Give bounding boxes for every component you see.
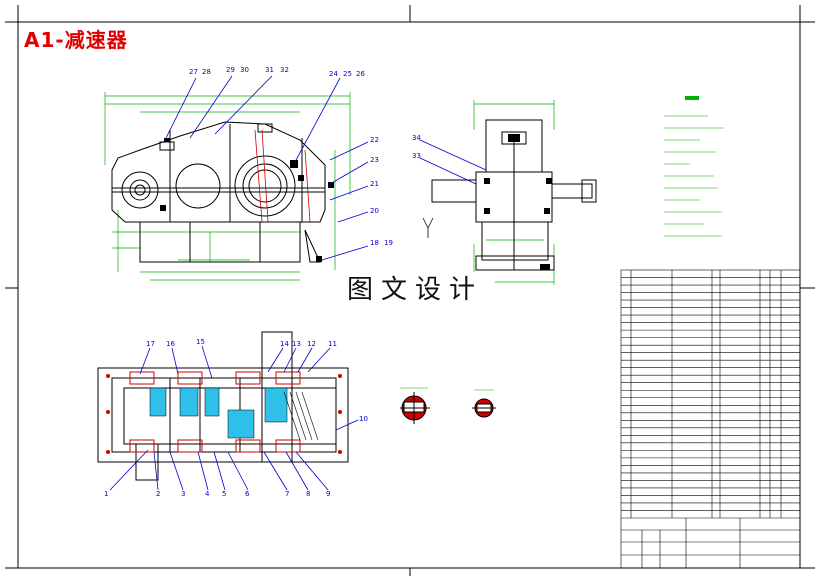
side-view: 34 33 — [412, 100, 597, 285]
svg-text:30: 30 — [240, 66, 249, 74]
svg-text:29: 29 — [226, 66, 235, 74]
svg-text:22: 22 — [370, 136, 379, 144]
svg-text:32: 32 — [280, 66, 289, 74]
svg-text:6: 6 — [245, 490, 250, 498]
svg-text:7: 7 — [285, 490, 289, 498]
svg-text:26: 26 — [356, 70, 365, 78]
svg-text:15: 15 — [196, 338, 205, 346]
svg-text:31: 31 — [265, 66, 274, 74]
svg-text:12: 12 — [307, 340, 316, 348]
svg-text:8: 8 — [306, 490, 310, 498]
svg-text:14: 14 — [280, 340, 289, 348]
svg-text:33: 33 — [412, 152, 421, 160]
svg-text:16: 16 — [166, 340, 175, 348]
svg-text:25: 25 — [343, 70, 352, 78]
svg-text:27: 27 — [189, 68, 198, 76]
section-details — [400, 387, 496, 424]
technical-notes — [664, 96, 724, 237]
svg-text:28: 28 — [202, 68, 211, 76]
svg-text:18: 18 — [370, 239, 379, 247]
svg-text:20: 20 — [370, 207, 379, 215]
svg-text:5: 5 — [222, 490, 226, 498]
svg-text:23: 23 — [370, 156, 379, 164]
svg-text:21: 21 — [370, 180, 379, 188]
svg-text:17: 17 — [146, 340, 155, 348]
front-view: 27 28 29 30 31 32 24 25 26 22 23 21 20 18 19 — [104, 66, 393, 281]
parts-table — [620, 269, 801, 569]
drawing-title: A1-减速器 — [24, 28, 128, 52]
svg-text:34: 34 — [412, 134, 421, 142]
watermark-text: 图文设计 — [335, 272, 495, 308]
svg-text:4: 4 — [205, 490, 210, 498]
svg-text:13: 13 — [292, 340, 301, 348]
svg-text:11: 11 — [328, 340, 337, 348]
svg-text:3: 3 — [181, 490, 185, 498]
svg-text:19: 19 — [384, 239, 393, 247]
svg-text:2: 2 — [156, 490, 160, 498]
svg-text:10: 10 — [359, 415, 368, 423]
front-callouts: 27 28 29 30 31 32 24 25 26 22 23 21 20 18 19 — [189, 66, 393, 247]
svg-text:24: 24 — [329, 70, 338, 78]
svg-text:9: 9 — [326, 490, 330, 498]
side-callouts: 34 33 — [412, 134, 421, 160]
svg-text:1: 1 — [104, 490, 108, 498]
